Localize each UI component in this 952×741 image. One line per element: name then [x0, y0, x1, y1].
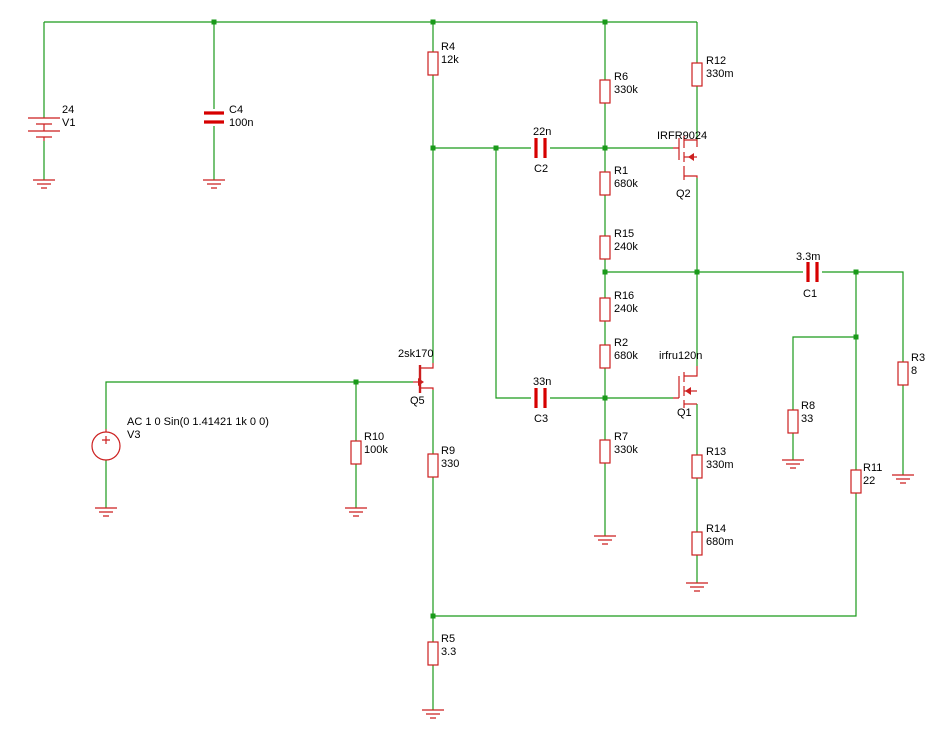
c4-body	[204, 111, 224, 124]
capacitor-bodies	[204, 111, 819, 408]
r13-body	[691, 454, 703, 479]
c3-body	[534, 388, 547, 408]
r16-ref: R16	[614, 290, 634, 302]
r9-ref: R9	[441, 445, 455, 457]
r11-value: 22	[863, 475, 875, 487]
r12-ref: R12	[706, 55, 726, 67]
r4-value: 12k	[441, 54, 459, 66]
q2-model: IRFR9024	[657, 130, 707, 142]
v1-ref: V1	[62, 117, 75, 129]
r6-ref: R6	[614, 71, 628, 83]
q2-pmos-symbol	[673, 136, 698, 180]
r3-value: 8	[911, 365, 917, 377]
r2-ref: R2	[614, 337, 628, 349]
r15-value: 240k	[614, 241, 638, 253]
r14-ref: R14	[706, 523, 726, 535]
ground-v3	[95, 507, 117, 517]
r13-ref: R13	[706, 446, 726, 458]
r14-body	[691, 531, 703, 556]
v1-battery-symbol	[28, 117, 60, 141]
v3-ref: V3	[127, 429, 140, 441]
r5-ref: R5	[441, 633, 455, 645]
c2-body	[534, 138, 547, 158]
v1-value: 24	[62, 104, 74, 116]
r7-value: 330k	[614, 444, 638, 456]
r8-ref: R8	[801, 400, 815, 412]
r1-body	[599, 171, 611, 196]
ground-r5	[422, 709, 444, 719]
c1-ref: C1	[803, 288, 817, 300]
r10-ref: R10	[364, 431, 384, 443]
r12-value: 330m	[706, 68, 734, 80]
c2-value: 22n	[533, 126, 551, 138]
q2-ref: Q2	[676, 188, 691, 200]
r14-value: 680m	[706, 536, 734, 548]
r15-ref: R15	[614, 228, 634, 240]
r5-body	[427, 641, 439, 666]
q5-model: 2sk170	[398, 348, 433, 360]
c1-value: 3.3m	[796, 251, 820, 263]
r16-body	[599, 297, 611, 322]
r10-body	[350, 440, 362, 465]
r4-ref: R4	[441, 41, 455, 53]
q5-ref: Q5	[410, 395, 425, 407]
r9-body	[427, 453, 439, 478]
q1-nmos-symbol	[673, 366, 698, 408]
r15-body	[599, 235, 611, 260]
r6-body	[599, 79, 611, 104]
q1-model: irfru120n	[659, 350, 702, 362]
r2-value: 680k	[614, 350, 638, 362]
r11-body	[850, 469, 862, 494]
r7-body	[599, 439, 611, 464]
junctions	[211, 19, 859, 619]
v3-ac-source-symbol	[91, 429, 121, 461]
component-labels: 24 V1 C4 100n R4 12k R6 330k R12 330m 22…	[62, 41, 925, 658]
c3-value: 33n	[533, 376, 551, 388]
r3-body	[897, 361, 909, 386]
ground-v1	[33, 179, 55, 189]
r9-value: 330	[441, 458, 459, 470]
c1-body	[806, 262, 819, 282]
v3-value: AC 1 0 Sin(0 1.41421 1k 0 0)	[127, 416, 269, 428]
r12-body	[691, 62, 703, 87]
ground-r14	[686, 582, 708, 592]
r10-value: 100k	[364, 444, 388, 456]
c3-ref: C3	[534, 413, 548, 425]
ground-c4	[203, 179, 225, 189]
ground-r3	[892, 474, 914, 484]
c4-value: 100n	[229, 117, 253, 129]
resistor-bodies	[350, 51, 909, 666]
r3-ref: R3	[911, 352, 925, 364]
ground-symbols	[33, 179, 914, 719]
r4-body	[427, 51, 439, 76]
r11-ref: R11	[863, 462, 882, 474]
c2-ref: C2	[534, 163, 548, 175]
r7-ref: R7	[614, 431, 628, 443]
r8-value: 33	[801, 413, 813, 425]
ground-r8	[782, 459, 804, 469]
r2-body	[599, 344, 611, 369]
r16-value: 240k	[614, 303, 638, 315]
r5-value: 3.3	[441, 646, 456, 658]
r1-value: 680k	[614, 178, 638, 190]
wires	[43, 21, 904, 710]
r6-value: 330k	[614, 84, 638, 96]
r1-ref: R1	[614, 165, 628, 177]
r8-body	[787, 409, 799, 434]
ground-r7	[594, 535, 616, 545]
q5-jfet-symbol	[413, 363, 434, 393]
r13-value: 330m	[706, 459, 734, 471]
ground-r10	[345, 507, 367, 517]
c4-ref: C4	[229, 104, 243, 116]
q1-ref: Q1	[677, 407, 692, 419]
